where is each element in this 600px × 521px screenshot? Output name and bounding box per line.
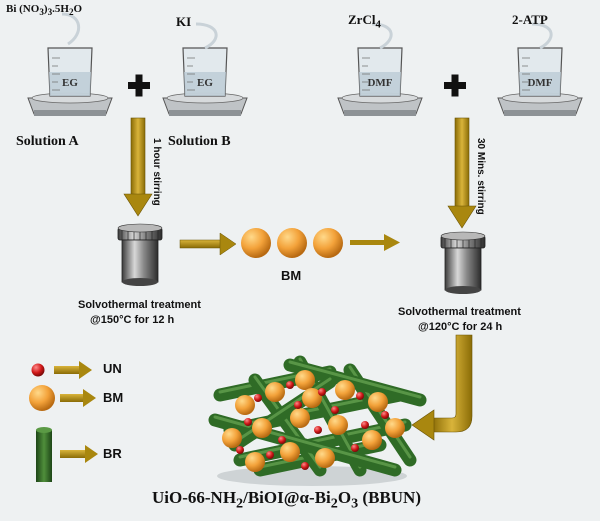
legend-bm-sphere bbox=[29, 385, 55, 411]
composite-rod-highlight bbox=[238, 420, 407, 459]
composite-sphere bbox=[295, 370, 315, 390]
composite-sphere bbox=[368, 392, 388, 412]
plus-icon-left bbox=[128, 74, 150, 97]
legend-br-rod bbox=[36, 427, 52, 482]
composite-sphere bbox=[362, 430, 382, 450]
beaker-c-solvent: DMF bbox=[367, 77, 393, 89]
reagent-ki-label: KI bbox=[176, 14, 192, 29]
composite-dot bbox=[286, 381, 294, 389]
autoclave-right bbox=[440, 231, 486, 295]
solvothermal-right-line1: Solvothermal treatment bbox=[398, 306, 521, 318]
legend-arrow-un bbox=[54, 361, 92, 379]
composite-dot bbox=[314, 426, 322, 434]
composite-sphere bbox=[265, 382, 285, 402]
composite-dot bbox=[381, 411, 389, 419]
legend-bm-label: BM bbox=[103, 390, 124, 405]
reagent-atp-label: 2-ATP bbox=[512, 12, 548, 27]
composite-dot bbox=[266, 451, 274, 459]
composite-dot bbox=[244, 418, 252, 426]
composite-sphere bbox=[335, 380, 355, 400]
composite-sphere bbox=[315, 448, 335, 468]
arrow-curve-to-product bbox=[411, 334, 473, 441]
pour-stream-b bbox=[195, 22, 218, 50]
composite-dot bbox=[254, 394, 262, 402]
composite-sphere bbox=[290, 408, 310, 428]
composite-dot bbox=[301, 462, 309, 470]
composite-dot bbox=[236, 446, 244, 454]
composite-rod-highlight bbox=[288, 360, 422, 399]
composite-rod bbox=[208, 413, 402, 477]
composite-sphere bbox=[222, 428, 242, 448]
solvothermal-left-line1: Solvothermal treatment bbox=[78, 299, 201, 311]
solution-b-label: Solution B bbox=[168, 134, 231, 149]
composite-sphere bbox=[328, 415, 348, 435]
composite-sphere bbox=[235, 395, 255, 415]
composite-structure bbox=[208, 355, 427, 486]
product-label: UiO-66-NH2/BiOI@α-Bi2O3 (BBUN) bbox=[152, 488, 421, 512]
bm-center-label: BM bbox=[281, 268, 302, 283]
composite-dot bbox=[294, 401, 302, 409]
composite-sphere bbox=[385, 418, 405, 438]
reagent-bi-label: Bi (NO3)3.5H2O bbox=[6, 3, 83, 18]
composite-rod bbox=[283, 358, 427, 407]
composite-dot bbox=[356, 392, 364, 400]
arrow-down-left bbox=[123, 117, 153, 217]
composite-dot bbox=[331, 406, 339, 414]
legend-un-label: UN bbox=[103, 361, 122, 376]
beaker-d-solvent: DMF bbox=[527, 77, 553, 89]
stirring-left-label: 1 hour stirring bbox=[151, 138, 162, 206]
composite-sphere bbox=[252, 418, 272, 438]
bm-sphere-3 bbox=[313, 228, 343, 258]
composite-dot bbox=[318, 388, 326, 396]
arrow-right-to-bm bbox=[179, 232, 237, 256]
legend-arrow-bm bbox=[60, 389, 96, 407]
beaker-b-solvent: EG bbox=[197, 77, 213, 89]
composite-sphere bbox=[280, 442, 300, 462]
composite-sphere bbox=[245, 452, 265, 472]
reagent-zr-label: ZrCl4 bbox=[348, 12, 381, 31]
pour-stream-a bbox=[61, 12, 80, 46]
beaker-a-solvent: EG bbox=[62, 77, 78, 89]
legend-un-dot bbox=[31, 363, 45, 377]
composite-sphere bbox=[302, 388, 322, 408]
arrow-down-right bbox=[447, 117, 477, 229]
composite-rod-highlight bbox=[213, 415, 397, 469]
plus-icon-right bbox=[444, 74, 466, 97]
legend-arrow-br bbox=[60, 445, 98, 463]
solvothermal-left-line2: @150°C for 12 h bbox=[90, 314, 175, 326]
bm-sphere-2 bbox=[277, 228, 307, 258]
stirring-right-label: 30 Mins. stirring bbox=[475, 138, 486, 215]
autoclave-left bbox=[117, 223, 163, 287]
pour-stream-c bbox=[371, 22, 393, 50]
legend-br-label: BR bbox=[103, 446, 122, 461]
composite-dot bbox=[351, 444, 359, 452]
arrow-right-from-bm bbox=[350, 234, 400, 251]
solution-a-label: Solution A bbox=[16, 134, 79, 149]
bm-sphere-1 bbox=[241, 228, 271, 258]
composite-dot bbox=[361, 421, 369, 429]
composite-dot bbox=[278, 436, 286, 444]
pour-stream-d bbox=[531, 22, 553, 50]
solvothermal-right-line2: @120°C for 24 h bbox=[418, 321, 503, 333]
